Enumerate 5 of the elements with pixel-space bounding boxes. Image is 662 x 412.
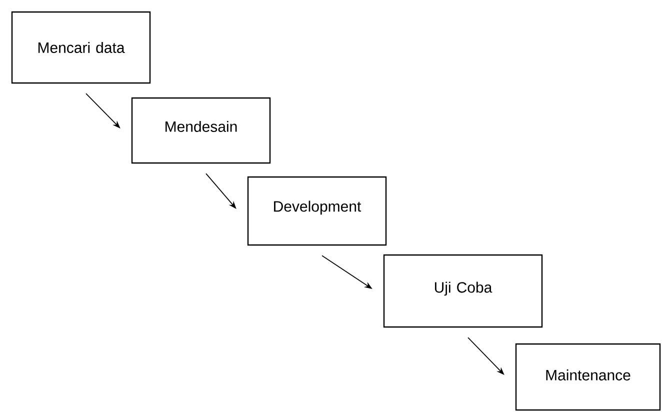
process-box: Uji Coba xyxy=(383,254,543,328)
process-box: Maintenance xyxy=(515,343,661,411)
process-box: Mendesain xyxy=(131,97,271,164)
process-box: Development xyxy=(247,176,387,246)
process-box: Mencari data xyxy=(11,11,151,84)
